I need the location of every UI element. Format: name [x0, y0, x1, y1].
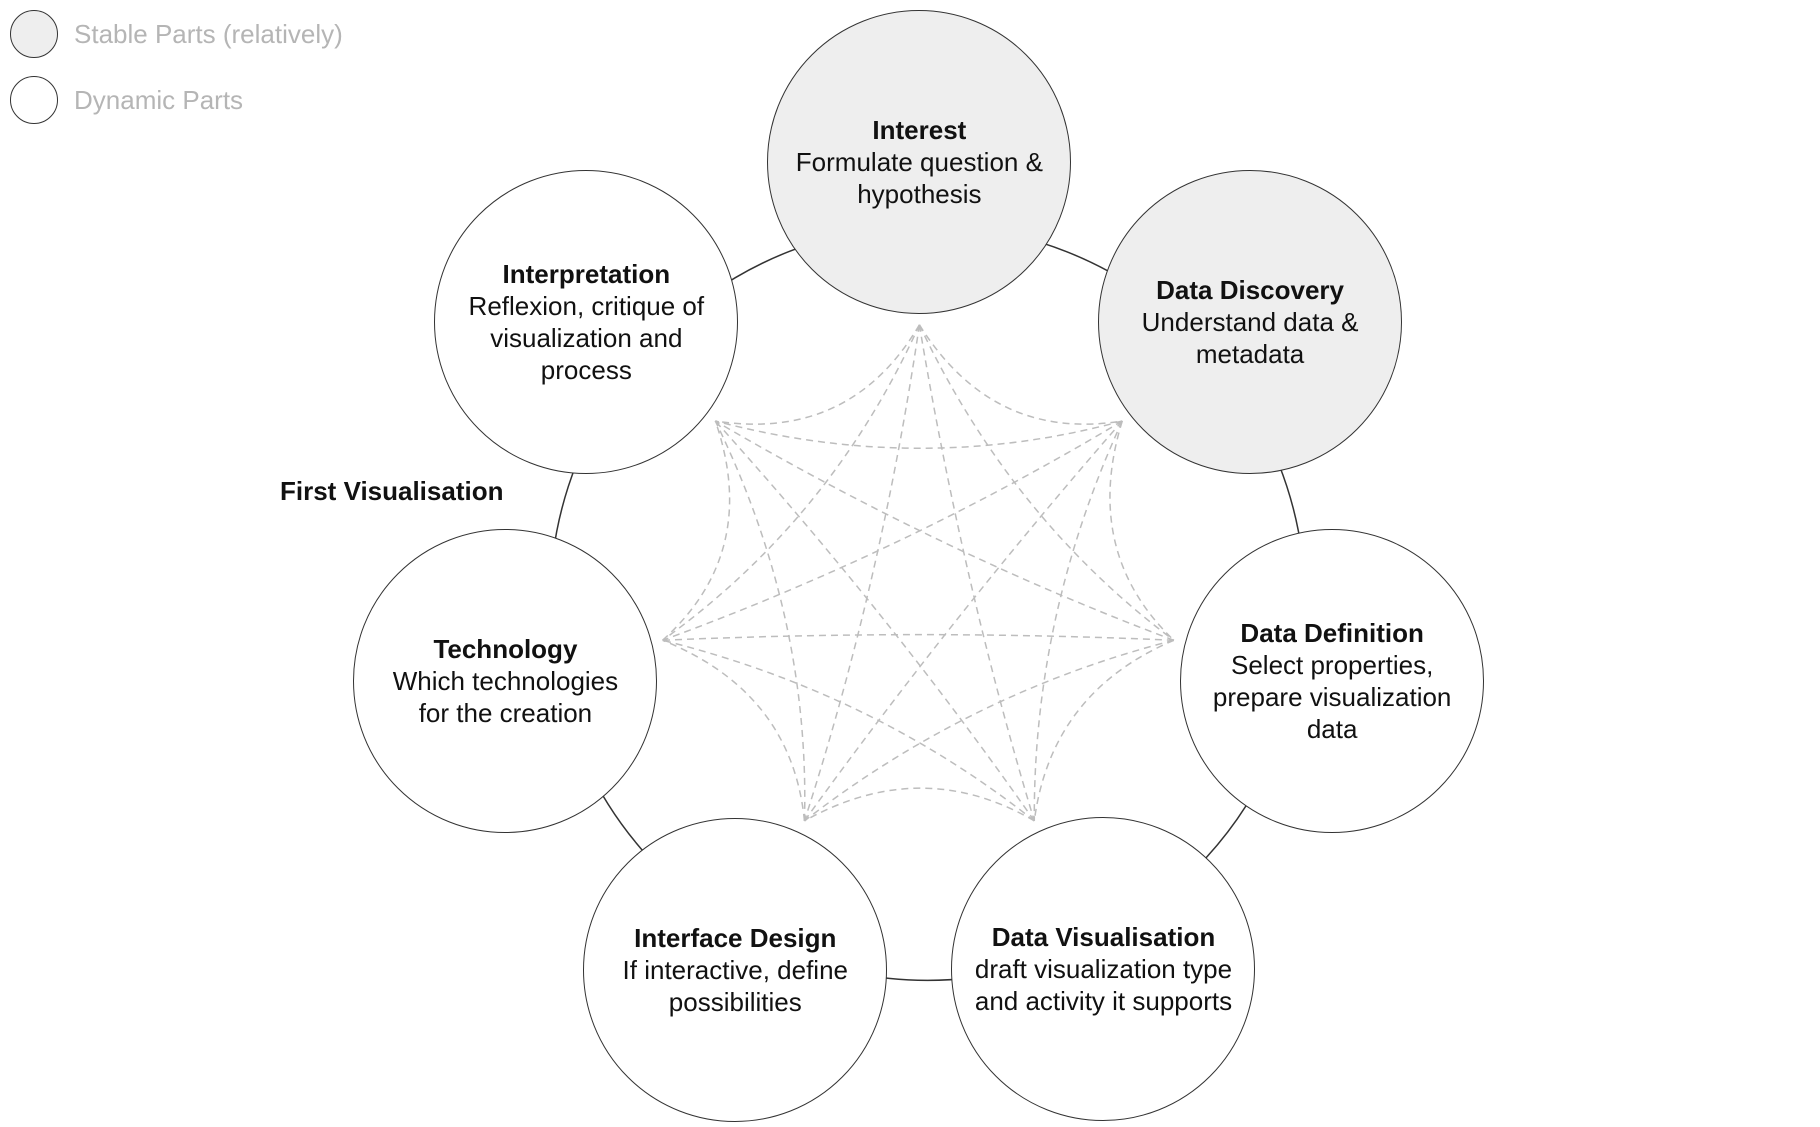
node-description: Understand data & metadata [1141, 307, 1359, 370]
dashed-link [714, 420, 806, 821]
node-title: Technology [433, 634, 578, 665]
legend-stable-label: Stable Parts (relatively) [74, 18, 343, 49]
dashed-link [803, 420, 1123, 822]
node-interface-design: Interface Design If interactive, define … [583, 817, 888, 1122]
node-interpretation: Interpretation Reflexion, critique of vi… [434, 170, 739, 475]
node-data-visualisation: Data Visualisation draft visualization t… [951, 816, 1256, 1121]
node-title: Interest [872, 114, 967, 145]
dashed-link [714, 420, 1175, 641]
dashed-link [714, 420, 1035, 822]
node-title: Data Definition [1240, 618, 1424, 649]
node-description: Select properties, prepare visualization… [1212, 650, 1452, 745]
node-data-definition: Data Definition Select properties, prepa… [1180, 529, 1485, 834]
legend-stable-swatch [10, 10, 58, 58]
dashed-link [662, 639, 1035, 822]
dashed-link [804, 639, 1175, 822]
dashed-link [662, 633, 1174, 642]
first-visualisation-label: First Visualisation [280, 476, 504, 506]
node-title: Data Discovery [1156, 275, 1344, 306]
node-description: Which technologies for the creation [392, 666, 619, 729]
node-description: Formulate question & hypothesis [795, 146, 1043, 209]
node-technology: Technology Which technologies for the cr… [353, 529, 658, 834]
legend-stable: Stable Parts (relatively) [10, 10, 343, 58]
legend-dynamic-label: Dynamic Parts [74, 84, 244, 115]
node-title: Interface Design [634, 922, 837, 953]
dashed-link [1033, 639, 1175, 821]
legend-dynamic: Dynamic Parts [10, 76, 243, 124]
node-interest: Interest Formulate question & hypothesis [767, 9, 1072, 314]
dashed-link [1033, 420, 1123, 821]
dashed-link [715, 324, 921, 425]
dashed-link [662, 420, 1123, 641]
node-title: Data Visualisation [991, 921, 1216, 952]
dashed-link [662, 639, 806, 821]
node-description: Reflexion, critique of visualization and… [468, 291, 705, 386]
dashed-link [918, 324, 1175, 641]
node-data-discovery: Data Discovery Understand data & metadat… [1098, 170, 1403, 475]
dashed-link [662, 420, 731, 641]
dashed-link [918, 324, 1123, 425]
dashed-link [803, 324, 921, 822]
dashed-link [662, 324, 921, 641]
dashed-link [804, 787, 1035, 822]
node-description: If interactive, define possibilities [622, 954, 848, 1017]
dashed-link [715, 420, 1123, 449]
node-description: draft visualization type and activity it… [974, 953, 1233, 1016]
legend-dynamic-swatch [10, 76, 58, 124]
dashed-link [918, 324, 1036, 822]
node-title: Interpretation [502, 259, 671, 290]
dashed-link [1109, 420, 1175, 641]
